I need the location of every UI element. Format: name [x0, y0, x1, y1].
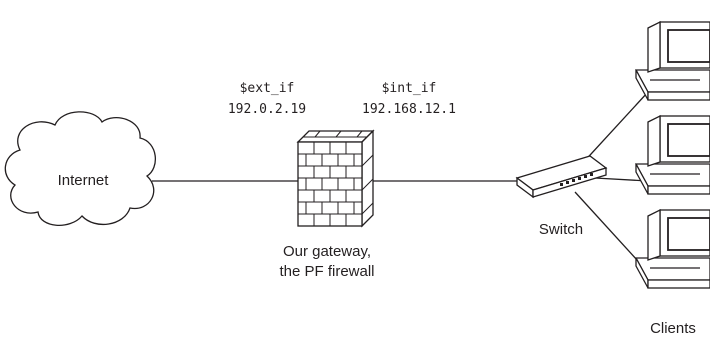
ext-if-name: $ext_if — [240, 81, 295, 96]
switch-icon — [515, 155, 608, 199]
clients-label: Clients — [650, 320, 696, 337]
client-computer-top — [634, 20, 710, 101]
ext-if-ip: 192.0.2.19 — [228, 102, 306, 117]
internet-cloud: Internet — [4, 111, 156, 227]
cloud-icon — [4, 111, 156, 227]
link-switch-client-middle — [594, 177, 649, 182]
clients: Clients — [634, 20, 710, 337]
gateway-label-line1: Our gateway, — [283, 243, 371, 260]
computer-icon — [634, 208, 710, 289]
internet-label: Internet — [58, 172, 110, 189]
switch: Switch — [515, 155, 608, 238]
gateway-label-line2: the PF firewall — [279, 263, 374, 280]
computer-icon — [634, 20, 710, 101]
computer-icon — [634, 114, 710, 195]
internal-interface: $int_if 192.168.12.1 — [362, 81, 456, 117]
brick-wall-icon — [296, 129, 375, 228]
client-computer-middle — [634, 114, 710, 195]
int-if-ip: 192.168.12.1 — [362, 102, 456, 117]
connection-lines — [152, 91, 649, 273]
link-switch-client-top — [579, 91, 649, 167]
firewall: Our gateway, the PF firewall — [279, 129, 375, 280]
external-interface: $ext_if 192.0.2.19 — [228, 81, 306, 117]
client-computer-bottom — [634, 208, 710, 289]
int-if-name: $int_if — [382, 81, 437, 96]
switch-label: Switch — [539, 221, 583, 238]
